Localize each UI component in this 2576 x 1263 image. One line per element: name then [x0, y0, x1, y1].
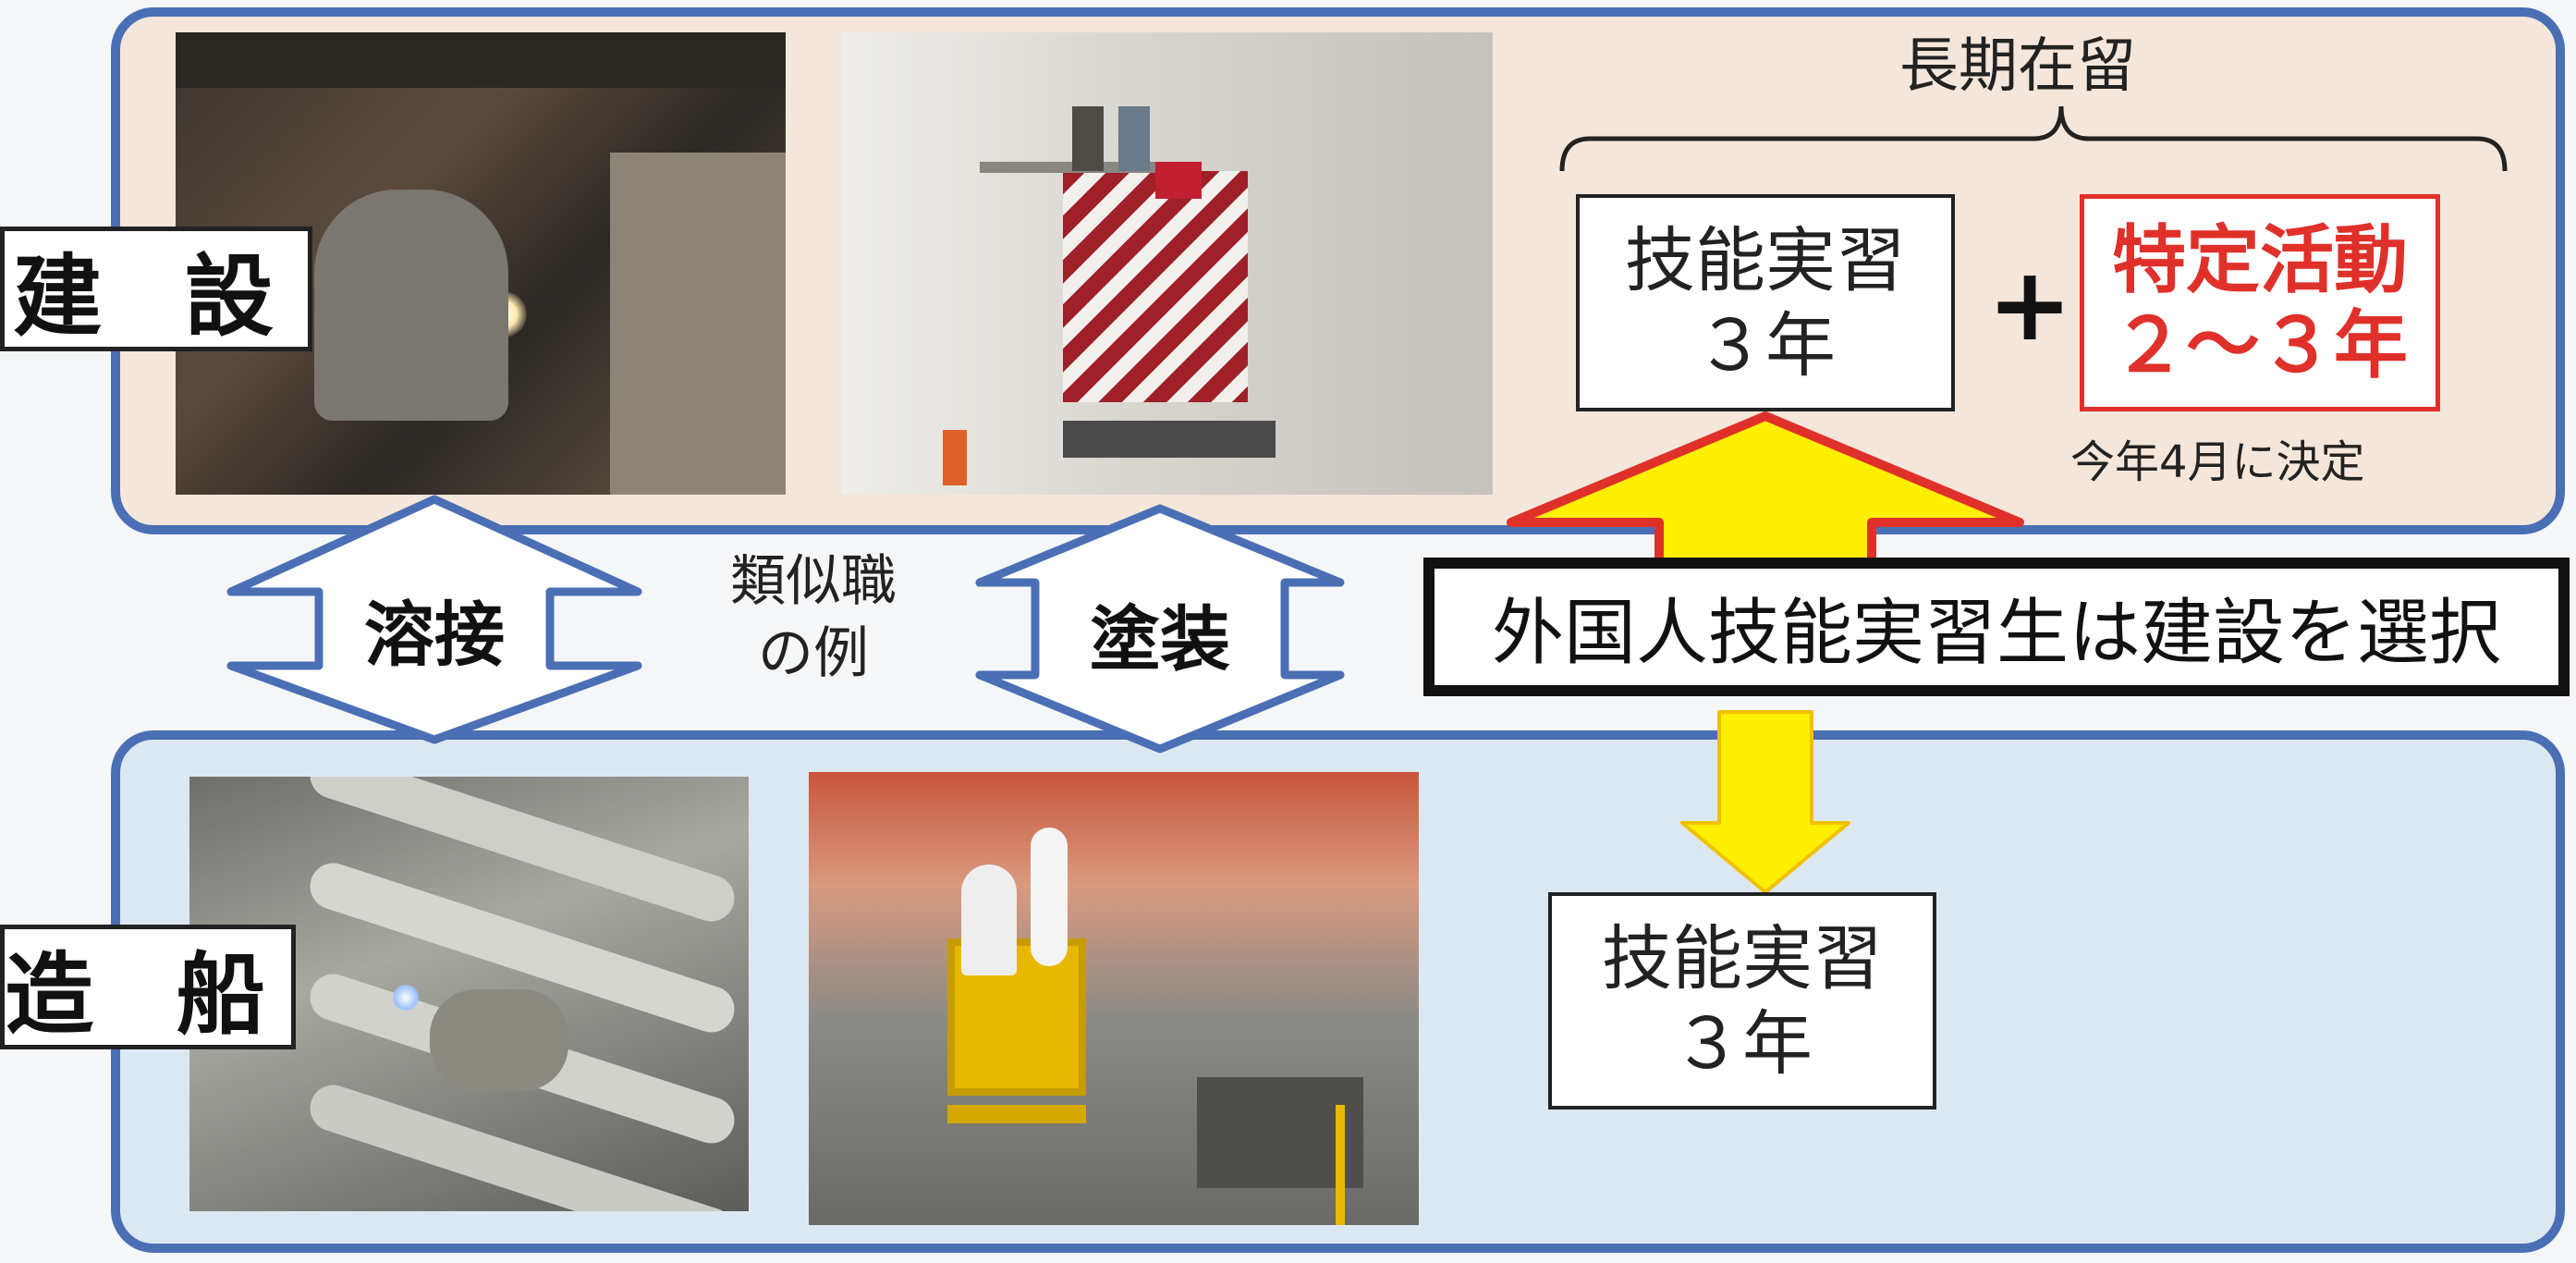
specific-activity-years: ２～３年 [2112, 301, 2408, 388]
welding-double-arrow [226, 495, 642, 744]
construction-skill-training-box: 技能実習 ３年 [1576, 194, 1955, 411]
similar-jobs-caption-line1: 類似職 [730, 549, 897, 614]
shipbuilding-skill-training-years: ３年 [1672, 1001, 1813, 1085]
long-term-brace [1559, 105, 2508, 172]
painting-double-arrow [975, 504, 1345, 754]
construction-welding-photo [176, 32, 786, 495]
decision-note: 今年4月に決定 [2070, 436, 2365, 488]
choice-callout: 外国人技能実習生は建設を選択 [1423, 558, 2570, 696]
choice-up-arrow [1507, 411, 2024, 578]
skill-training-title: 技能実習 [1625, 219, 1906, 302]
shipbuilding-painting-photo [809, 772, 1419, 1225]
construction-label: 建 設 [0, 227, 312, 351]
painting-label: 塗装 [1090, 598, 1230, 681]
shipbuilding-label: 造 船 [0, 925, 296, 1049]
shipbuilding-skill-training-title: 技能実習 [1602, 917, 1883, 1000]
skill-training-years: ３年 [1695, 303, 1836, 386]
similar-jobs-caption: 類似職 の例 [702, 546, 924, 690]
shipbuilding-skill-training-box: 技能実習 ３年 [1548, 892, 1936, 1110]
construction-painting-photo [841, 32, 1493, 495]
similar-jobs-caption-line2: の例 [758, 621, 869, 686]
specific-activity-box: 特定活動 ２～３年 [2080, 194, 2440, 411]
shipbuilding-down-arrow [1680, 710, 1850, 894]
specific-activity-title: 特定活動 [2112, 216, 2408, 303]
plus-sign: + [1987, 245, 2073, 363]
long-term-stay-label: 長期在留 [1899, 32, 2136, 101]
welding-label: 溶接 [364, 594, 505, 676]
